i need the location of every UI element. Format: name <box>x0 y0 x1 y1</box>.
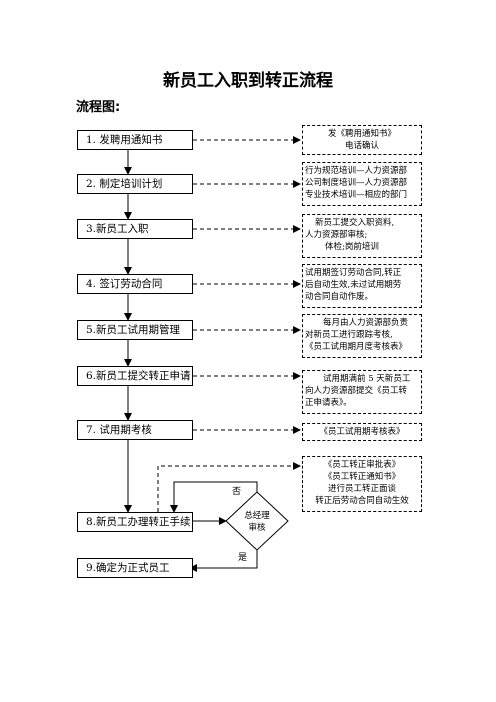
note-line: 对新员工进行跟踪考核, <box>305 330 393 340</box>
note-contract: 试用期签订劳动合同,转正 后自动生效,未过试用期劳 动合同自动作废。 <box>302 264 422 308</box>
note-confirmation: 《员工转正审批表》 《员工转正通知书》 进行员工转正面谈 转正后劳动合同自动生效 <box>302 456 422 512</box>
note-line: 试用期满前 5 天新员工 <box>323 374 411 384</box>
note-line: 转正后劳动合同自动生效 <box>315 496 409 506</box>
note-line: 发《聘用通知书》 <box>327 129 396 139</box>
step-6-submit-application: 6.新员工提交转正申请 <box>77 366 193 386</box>
flowchart-label: 流程图: <box>76 100 121 115</box>
approve-label: 是 <box>238 553 248 563</box>
note-training: 行为规范培训—人力资源部 公司制度培训—人力资源部 专业技术培训—相应的部门 <box>302 162 422 206</box>
reject-label: 否 <box>232 487 242 497</box>
note-line: 《员工试用期月度考核表》 <box>305 342 408 352</box>
note-line: 公司制度培训—人力资源部 <box>305 178 408 188</box>
note-line: 每月由人力资源部负责 <box>323 318 409 328</box>
approve-arrow <box>189 550 258 572</box>
note-line: 体检;岗前培训 <box>325 242 379 252</box>
note-line: 行为规范培训—人力资源部 <box>305 166 408 176</box>
step-7-probation-assessment: 7. 试用期考核 <box>77 420 193 440</box>
note-assessment: 《员工试用期考核表》 <box>302 423 422 441</box>
decision-label-line1: 总经理 <box>244 511 270 521</box>
step-5-probation-management: 5.新员工试用期管理 <box>77 320 193 340</box>
note-line: 专业技术培训—相应的部门 <box>305 190 408 200</box>
step-1-send-offer: 1. 发聘用通知书 <box>77 130 193 150</box>
decision-diamond <box>225 491 289 551</box>
note-probation: 每月由人力资源部负责 对新员工进行跟踪考核, 《员工试用期月度考核表》 <box>302 314 422 358</box>
page-title: 新员工入职到转正流程 <box>163 71 333 91</box>
step-2-training-plan: 2. 制定培训计划 <box>77 174 193 194</box>
note-line: 向人力资源部提交《员工转 <box>305 386 408 396</box>
note-offer: 发《聘用通知书》 电话确认 <box>302 125 422 155</box>
note-onboarding: 新员工提交入职资料, 人力资源部审核; 体检;岗前培训 <box>302 214 422 258</box>
note-line: 进行员工转正面谈 <box>327 484 396 494</box>
step-4-sign-contract: 4. 签订劳动合同 <box>77 274 193 294</box>
step-3-onboarding: 3.新员工入职 <box>77 219 193 239</box>
note-line: 试用期签订劳动合同,转正 <box>305 268 402 278</box>
note-line: 人力资源部审核; <box>305 230 368 240</box>
note-line: 动合同自动作废。 <box>305 292 374 302</box>
note-line: 《员工转正审批表》 <box>323 460 401 470</box>
note-line: 电话确认 <box>344 141 379 151</box>
note-line: 正申请表》。 <box>305 398 352 408</box>
note-line: 《员工试用期考核表》 <box>319 427 405 437</box>
decision-label-line2: 审核 <box>248 523 266 533</box>
note-line: 后自动生效,未过试用期劳 <box>305 280 402 290</box>
note-line: 新员工提交入职资料, <box>315 218 395 228</box>
note-application: 试用期满前 5 天新员工 向人力资源部提交《员工转 正申请表》。 <box>302 370 422 414</box>
step-8-confirmation-procedure: 8.新员工办理转正手续 <box>77 512 193 532</box>
reject-loop-arrow <box>170 481 258 513</box>
note-connector <box>157 462 301 512</box>
note-line: 《员工转正通知书》 <box>323 472 401 482</box>
step-9-become-regular: 9.确定为正式员工 <box>77 558 193 578</box>
